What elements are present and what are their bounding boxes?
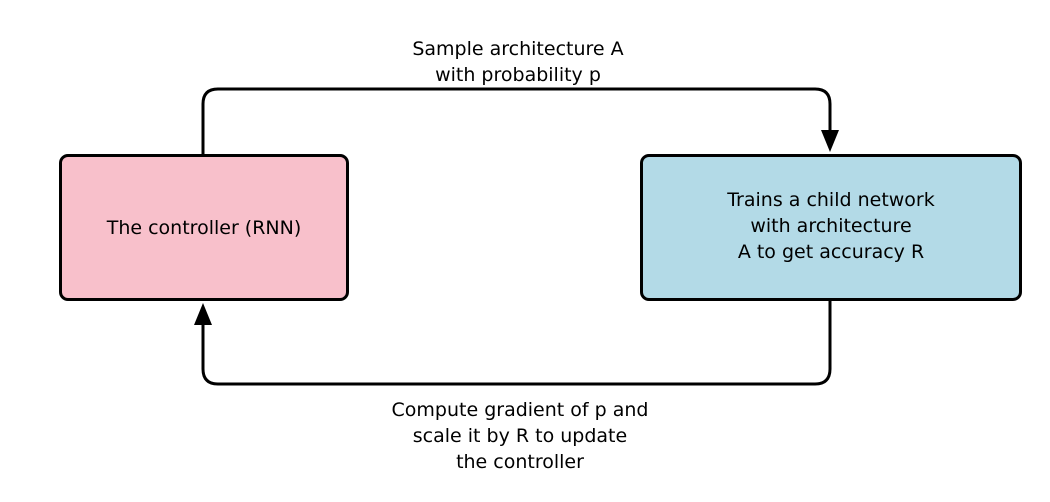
update-arrowhead-icon	[194, 303, 212, 325]
child-network-line-2: with architecture	[750, 214, 912, 237]
controller-label: The controller (RNN)	[106, 216, 302, 239]
sample-edge-line-1: Sample architecture A	[412, 38, 624, 60]
controller-box: The controller (RNN)	[59, 154, 349, 301]
update-edge-label: Compute gradient of p and scale it by R …	[345, 397, 695, 475]
sample-edge-label: Sample architecture A with probability p	[368, 36, 668, 88]
child-network-box: Trains a child network with architecture…	[640, 154, 1022, 301]
sample-arrowhead-icon	[821, 130, 839, 152]
update-edge-line-3: the controller	[456, 451, 584, 473]
update-edge-line-2: scale it by R to update	[412, 425, 628, 447]
sample-edge-line-2: with probability p	[435, 64, 601, 86]
update-connector-line	[201, 301, 832, 386]
update-edge-line-1: Compute gradient of p and	[391, 399, 649, 421]
sample-connector-line	[201, 87, 832, 154]
child-network-line-1: Trains a child network	[727, 188, 935, 211]
child-network-line-3: A to get accuracy R	[737, 240, 925, 263]
child-network-text: Trains a child network with architecture…	[727, 187, 935, 265]
